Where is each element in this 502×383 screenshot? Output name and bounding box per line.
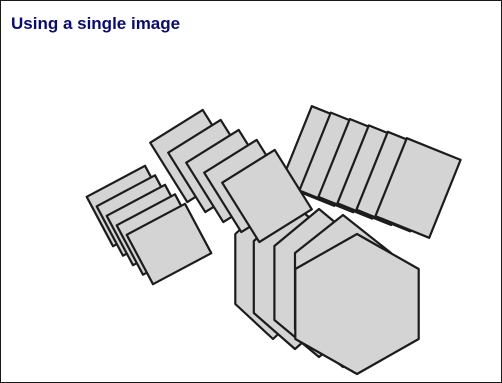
demo-window: Using a single image [0,0,502,383]
tile-scene [1,1,501,382]
